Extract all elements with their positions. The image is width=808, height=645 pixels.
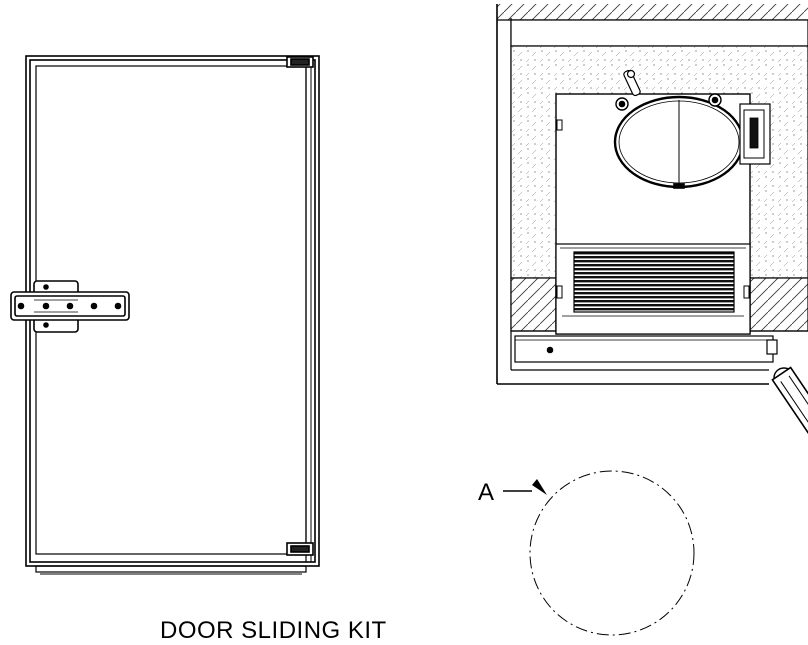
bottom-hinge (286, 542, 314, 556)
detail-callout-a: A (478, 470, 695, 636)
corner-block-right (749, 277, 808, 332)
detail-circle (529, 470, 695, 636)
door-handle (10, 280, 130, 333)
caption-title: DOOR SLIDING KIT (160, 617, 387, 644)
condenser-grille (573, 251, 735, 313)
door-front-view (10, 55, 320, 575)
door-base (35, 565, 307, 573)
corner-block-left (510, 277, 557, 332)
detail-arrow (532, 479, 547, 495)
cabinet-top-view (496, 4, 808, 574)
top-hinge (286, 56, 314, 68)
refrigeration-unit (555, 69, 771, 335)
top-wall-hatch (497, 4, 808, 20)
open-door-leaf (771, 366, 808, 574)
detail-label: A (478, 479, 494, 506)
